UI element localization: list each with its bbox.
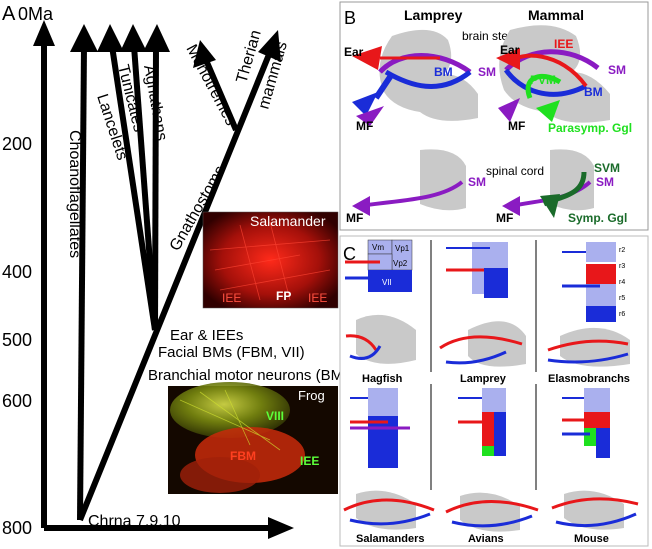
frog-title: Frog (298, 388, 325, 403)
salamander-fp: FP (276, 289, 291, 303)
elasmo-r6: r6 (619, 311, 625, 318)
spinal-mammal-symp: Symp. Ggl (568, 211, 627, 225)
time-axis-arrowhead (33, 20, 55, 46)
elasmobranchs-schematic: r2 r3 r4 r5 r6 (547, 242, 630, 367)
tick-400: 400 (2, 262, 32, 282)
elasmo-r5: r5 (619, 295, 625, 302)
col-mammal: Mammal (528, 7, 584, 23)
tick-800: 800 (2, 518, 32, 538)
species-mouse: Mouse (574, 533, 609, 545)
tick-600: 600 (2, 391, 32, 411)
lamprey-ear: Ear (344, 45, 364, 59)
elasmo-r3: r3 (619, 263, 625, 270)
branch-main (77, 50, 273, 522)
panel-a: A 0Ma 200 400 500 600 800 (2, 3, 356, 539)
panel-b: B Lamprey Mammal brain stem spinal cord … (339, 1, 649, 231)
row-brain-stem: brain stem (462, 29, 518, 43)
branch-agnathans (152, 45, 159, 331)
note-facial-bms: Facial BMs (FBM, VII) (158, 344, 305, 361)
time-axis-top-label: 0Ma (18, 4, 54, 24)
species-elasmobranchs: Elasmobranchs (548, 373, 630, 385)
lamprey-bm: BM (434, 65, 453, 79)
mammal-pvm: PVM (530, 73, 556, 87)
elasmo-r2: r2 (619, 247, 625, 254)
branch-choanoflagellates (77, 45, 87, 521)
salamander-photo: Salamander IEE FP IEE (202, 211, 339, 309)
row2-hagfish-col (350, 388, 410, 468)
lamprey-schematic (439, 242, 526, 367)
panel-c: C Vm Vp1 Vp2 VII Hagfish (339, 235, 649, 547)
branch-tunicates (131, 45, 158, 331)
species-avians: Avians (468, 533, 504, 545)
mammal-parasymp: Parasymp. Ggl (548, 121, 632, 135)
note-branchial-motor: Branchial motor neurons (BMs) (148, 367, 356, 384)
hagfish-vp1: Vp1 (395, 244, 410, 253)
species-lamprey: Lamprey (460, 373, 507, 385)
tree-arrowheads (70, 24, 281, 68)
base-axis-arrowhead (268, 517, 294, 539)
spinal-mammal-svm: SVM (594, 161, 620, 175)
hagfish-vii: VII (382, 278, 392, 287)
branch-lancelets (109, 45, 158, 331)
species-hagfish: Hagfish (362, 373, 403, 385)
lamprey-mf: MF (356, 119, 373, 133)
panel-b-letter: B (344, 8, 356, 28)
tick-200: 200 (2, 134, 32, 154)
tick-500: 500 (2, 330, 32, 350)
row2-elasmo-col (562, 388, 610, 458)
frog-iee: IEE (300, 454, 319, 468)
frog-viii: VIII (266, 409, 284, 423)
spinal-lamprey-sm: SM (468, 175, 486, 189)
spinal-mammal-sm: SM (596, 175, 614, 189)
spinal-mammal-mf: MF (496, 211, 513, 225)
taxon-agnathans: Agnathans (140, 64, 170, 142)
panel-a-letter: A (2, 3, 16, 25)
col-lamprey: Lamprey (404, 7, 463, 23)
taxon-choanoflagellates: Choanoflagellates (66, 130, 83, 258)
mammal-bm: BM (584, 85, 603, 99)
frog-photo: Frog VIII FBM IEE (168, 382, 338, 494)
phylo-tree (77, 45, 273, 522)
gene-label: Chrna 7,9,10 (88, 513, 181, 530)
lamprey-sm: SM (478, 65, 496, 79)
row3-brains (343, 490, 639, 532)
salamander-iee-left: IEE (222, 291, 241, 305)
note-ear-iees: Ear & IEEs (170, 327, 243, 344)
elasmo-r4: r4 (619, 279, 625, 286)
hagfish-schematic: Vm Vp1 Vp2 VII (345, 239, 416, 364)
frog-fbm: FBM (230, 449, 256, 463)
hagfish-vp2: Vp2 (393, 259, 408, 268)
mammal-sm: SM (608, 63, 626, 77)
mammal-ear: Ear (500, 43, 520, 57)
spinal-lamprey-mf: MF (346, 211, 363, 225)
row2-lamprey-col (458, 388, 506, 456)
hagfish-vm: Vm (372, 243, 384, 252)
salamander-title: Salamander (250, 213, 326, 229)
salamander-iee-right: IEE (308, 291, 327, 305)
species-salamanders: Salamanders (356, 533, 424, 545)
panel-c-letter: C (343, 244, 356, 264)
row-spinal-cord: spinal cord (486, 164, 544, 178)
mammal-iee: IEE (554, 37, 573, 51)
branch-monotremes (203, 58, 239, 132)
mammal-mf: MF (508, 119, 525, 133)
